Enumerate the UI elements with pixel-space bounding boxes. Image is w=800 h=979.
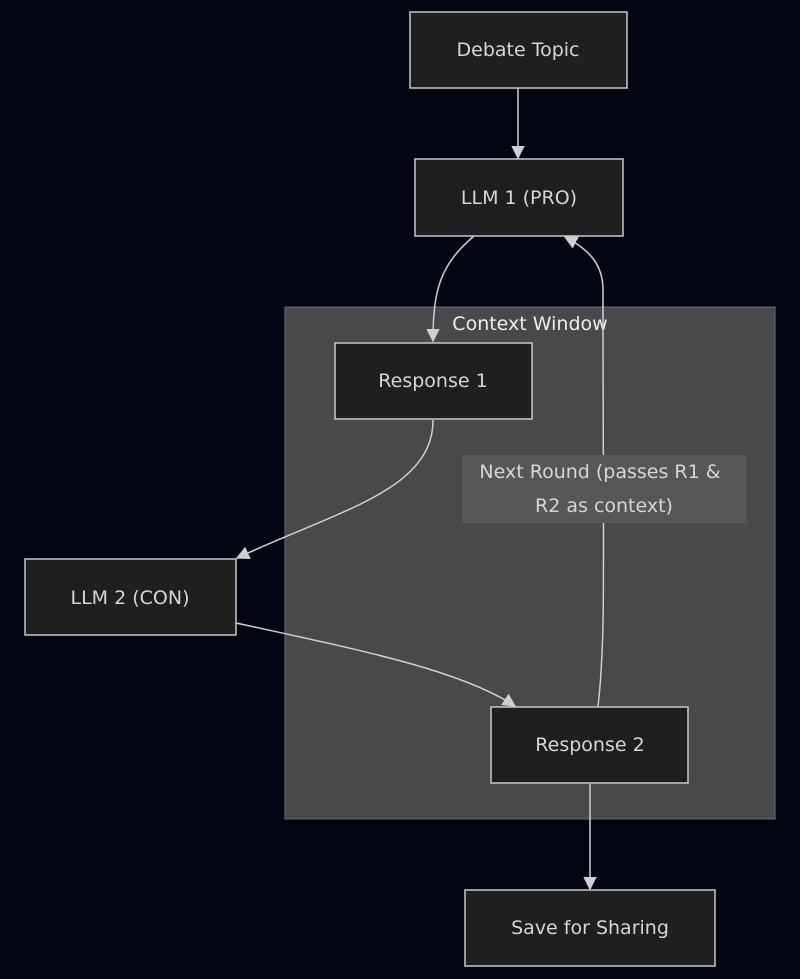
cluster-label: Context Window: [452, 313, 607, 335]
edge-response1-to-llm2: [235, 419, 434, 559]
node-response-2[interactable]: Response 2: [490, 706, 689, 784]
node-label: LLM 1 (PRO): [461, 187, 577, 209]
node-llm2-con[interactable]: LLM 2 (CON): [24, 558, 237, 636]
node-label: Response 2: [535, 734, 644, 756]
node-label: LLM 2 (CON): [71, 587, 190, 609]
node-label: Response 1: [378, 370, 487, 392]
edge-label-line1: Next Round (passes R1 &: [479, 461, 720, 483]
edge-response2-to-llm1: [563, 236, 605, 707]
node-debate-topic[interactable]: Debate Topic: [409, 11, 628, 89]
edge-label-line2: R2 as context): [535, 495, 673, 517]
node-label: Save for Sharing: [511, 917, 669, 939]
edge-llm2-to-response2: [235, 622, 517, 707]
edge-label-next-round: Next Round (passes R1 & R2 as context): [462, 455, 747, 523]
node-llm1-pro[interactable]: LLM 1 (PRO): [414, 158, 624, 237]
node-label: Debate Topic: [457, 39, 580, 61]
node-save-for-sharing[interactable]: Save for Sharing: [464, 889, 716, 967]
edge-llm1-to-response1: [426, 235, 475, 343]
node-response-1[interactable]: Response 1: [334, 342, 533, 420]
